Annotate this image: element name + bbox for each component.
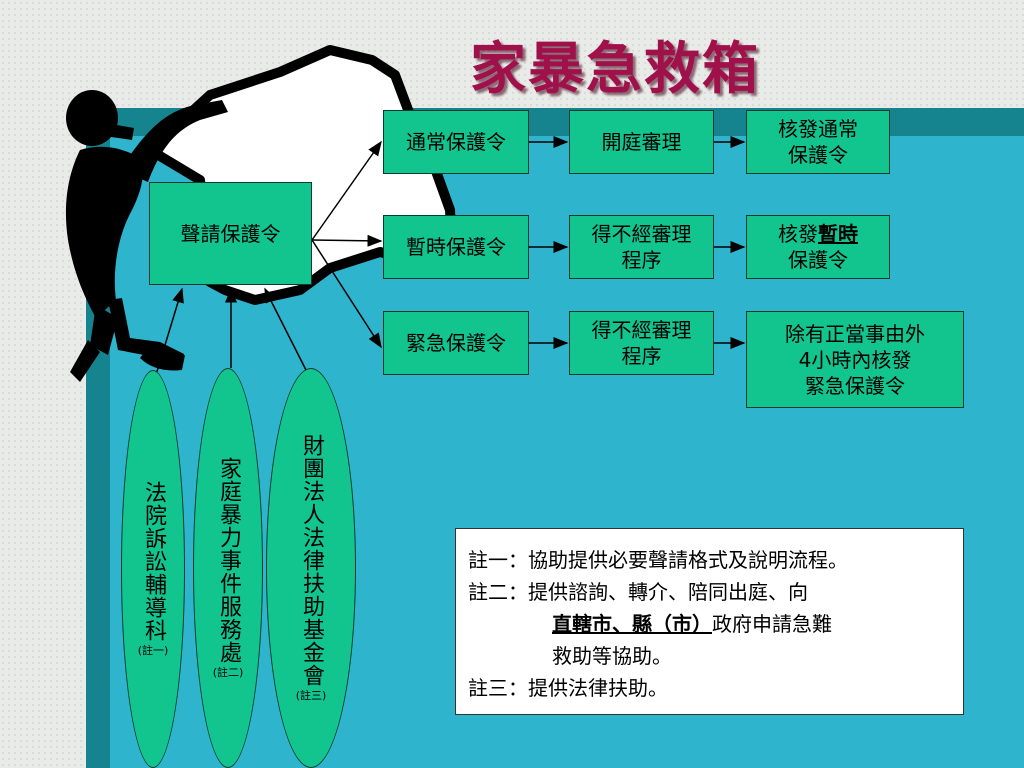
note-2-text3: 救助等協助。 — [552, 644, 672, 668]
note-2-text2: 政府申請急難 — [712, 612, 832, 636]
row3-result-box: 除有正當事由外 4小時內核發 緊急保護令 — [746, 311, 964, 408]
row2-type-box: 暫時保護令 — [383, 215, 529, 279]
row3-result-line3: 緊急保護令 — [805, 373, 905, 398]
support-oval-court: 法院訴訟輔導科 (註一) — [121, 370, 185, 768]
source-label: 聲請保護令 — [180, 221, 281, 246]
row1-result-line1: 核發通常 — [778, 117, 858, 141]
row1-result-box: 核發通常 保護令 — [746, 110, 890, 174]
row1-type-label: 通常保護令 — [406, 130, 506, 154]
support-legal-aid-note: (註三) — [295, 688, 327, 702]
figure-body — [65, 146, 143, 318]
page-title: 家暴急救箱 — [470, 36, 760, 102]
row2-result-line1: 核發暫時 — [778, 221, 858, 247]
row1-process-box: 開庭審理 — [569, 110, 714, 174]
row2-type-label: 暫時保護令 — [406, 235, 506, 259]
row3-type-label: 緊急保護令 — [406, 331, 506, 355]
note-1-label: 註一： — [468, 548, 528, 572]
note-3: 註三：提供法律扶助。 — [468, 672, 953, 704]
row3-process-box: 得不經審理 程序 — [569, 311, 714, 375]
row1-type-box: 通常保護令 — [383, 110, 529, 174]
row2-result-prefix: 核發 — [778, 222, 818, 246]
source-box-apply-order: 聲請保護令 — [149, 182, 312, 285]
row3-result-line1: 除有正當事由外 — [785, 321, 925, 346]
row2-process-line2: 程序 — [621, 248, 662, 272]
row3-process-line1: 得不經審理 — [591, 318, 692, 342]
row3-type-box: 緊急保護令 — [383, 311, 529, 375]
row1-process-label: 開庭審理 — [601, 130, 682, 154]
row2-result-emphasis: 暫時 — [818, 222, 858, 246]
note-2-label: 註二： — [468, 580, 528, 604]
note-1-text: 協助提供必要聲請格式及說明流程。 — [528, 548, 848, 572]
support-court-name: 法院訴訟輔導科 — [141, 480, 166, 642]
support-legal-aid-name: 財團法人法律扶助基金會 — [299, 433, 324, 687]
support-service-note: (註二) — [212, 665, 244, 679]
row2-result-line2: 保護令 — [788, 248, 848, 272]
support-service-name: 家庭暴力事件服務處 — [216, 456, 241, 664]
row2-process-box: 得不經審理 程序 — [569, 215, 714, 279]
row2-process-line1: 得不經審理 — [591, 222, 692, 246]
support-oval-service: 家庭暴力事件服務處 (註二) — [193, 368, 263, 768]
row3-process-line2: 程序 — [621, 344, 662, 368]
support-oval-legal-aid: 財團法人法律扶助基金會 (註三) — [266, 368, 356, 768]
row1-result-line2: 保護令 — [788, 143, 848, 167]
support-court-note: (註一) — [137, 643, 169, 657]
note-2-text: 提供諮詢、轉介、陪同出庭、向 — [528, 580, 808, 604]
row3-result-line2: 4小時內核發 — [798, 347, 912, 372]
note-2-cont: 直轄市、縣（市）政府申請急難 — [468, 608, 953, 640]
note-2: 註二：提供諮詢、轉介、陪同出庭、向 — [468, 576, 953, 608]
note-1: 註一：協助提供必要聲請格式及說明流程。 — [468, 544, 953, 576]
note-2-emphasis: 直轄市、縣（市） — [552, 612, 712, 636]
note-3-label: 註三： — [468, 676, 528, 700]
note-2-cont2: 救助等協助。 — [468, 640, 953, 672]
notes-box: 註一：協助提供必要聲請格式及說明流程。 註二：提供諮詢、轉介、陪同出庭、向 直轄… — [455, 528, 964, 715]
row2-result-box: 核發暫時 保護令 — [746, 215, 890, 279]
note-3-text: 提供法律扶助。 — [528, 676, 668, 700]
